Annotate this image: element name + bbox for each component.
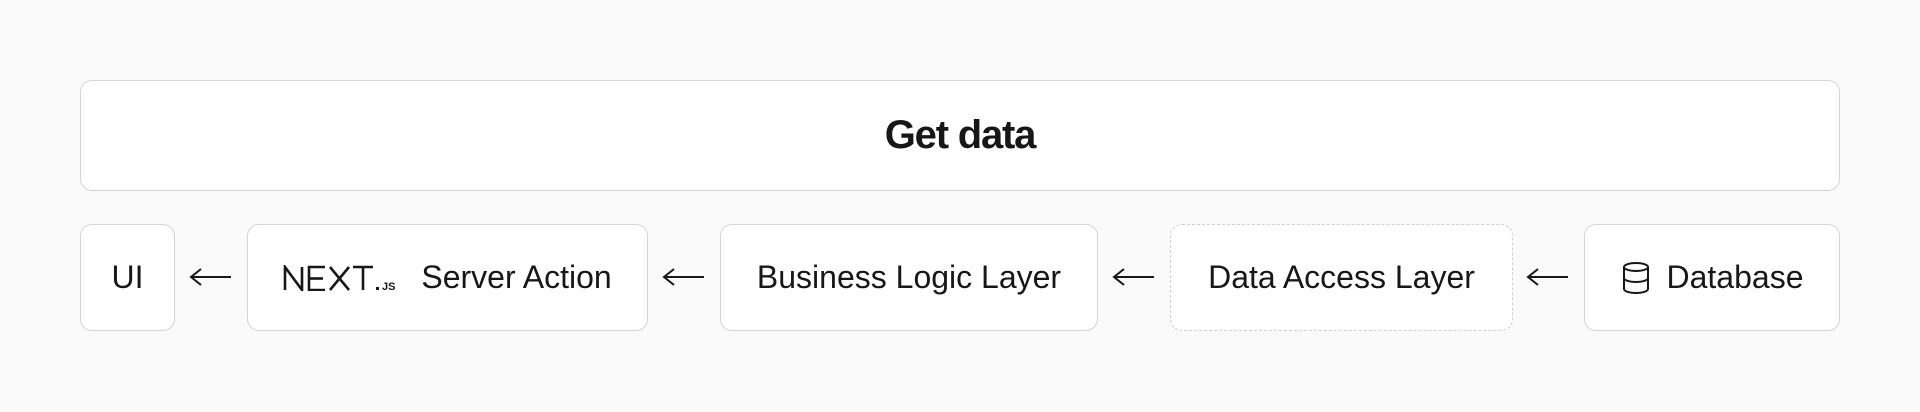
diagram-title: Get data [884,113,1037,157]
diagram-title-box: Get data [80,80,1840,191]
node-server-action: JS Server Action [247,224,648,331]
nextjs-logo-icon: JS [283,264,403,291]
database-icon [1621,261,1651,294]
node-server-action-label: Server Action [421,259,612,295]
arrow-left-icon [1111,254,1157,300]
node-database-label: Database [1666,259,1804,295]
node-ui-label: UI [111,259,144,295]
node-data-access-layer-label: Data Access Layer [1208,259,1475,295]
node-business-logic-layer-label: Business Logic Layer [756,259,1062,295]
arrow-left-icon [188,254,234,300]
node-data-access-layer: Data Access Layer [1170,224,1513,331]
node-business-logic-layer: Business Logic Layer [720,224,1098,331]
svg-text:JS: JS [382,281,395,291]
arrow-left-icon [661,254,707,300]
node-ui: UI [80,224,175,331]
node-database: Database [1584,224,1840,331]
arrow-left-icon [1525,254,1571,300]
